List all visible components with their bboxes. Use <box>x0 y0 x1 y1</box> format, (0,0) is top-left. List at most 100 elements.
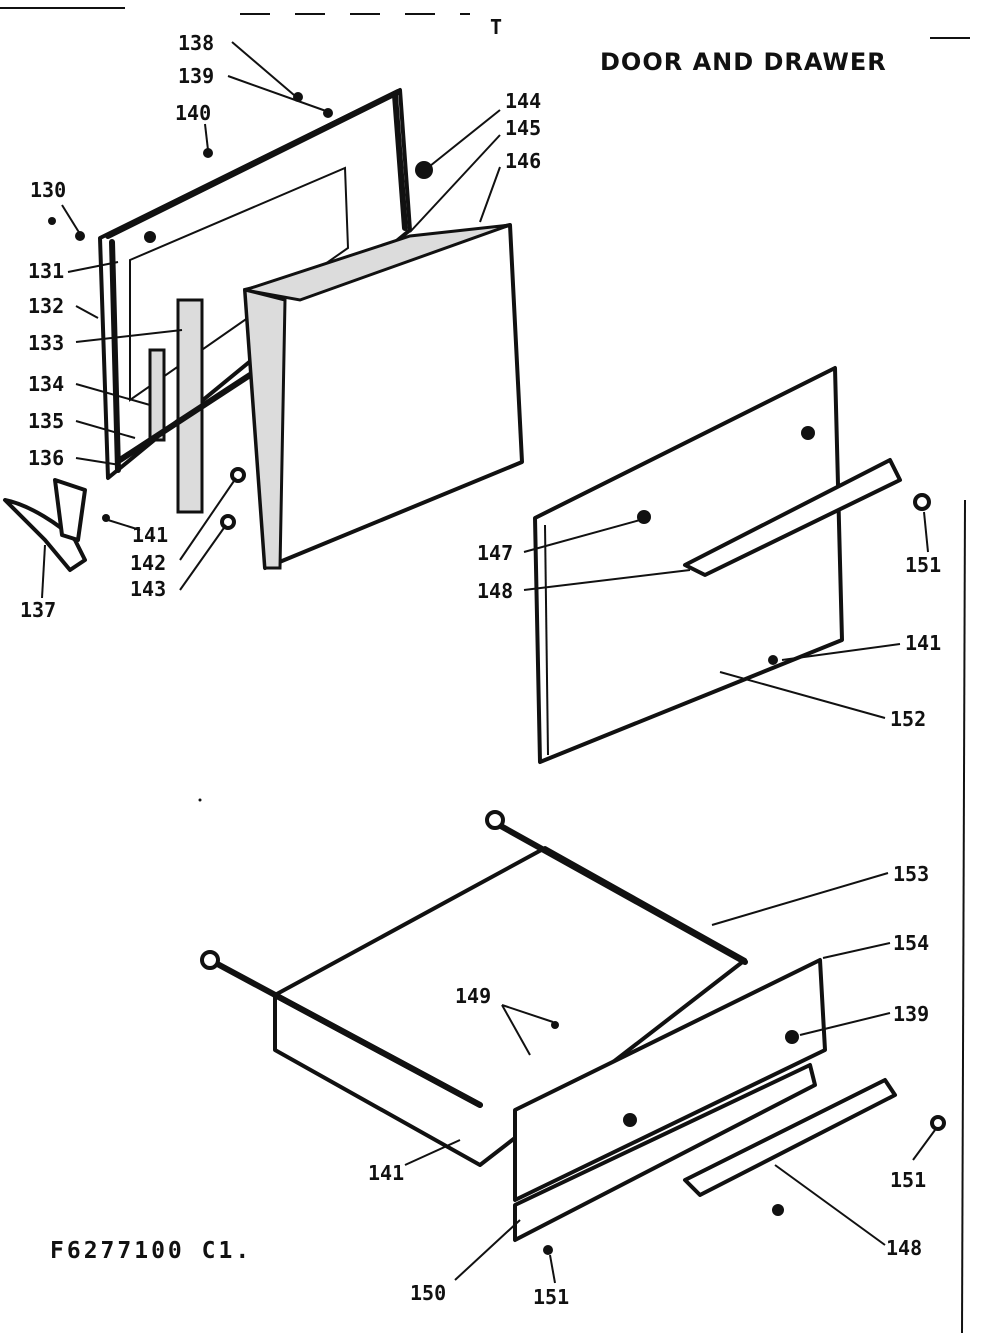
callout-134: 134 <box>28 372 64 396</box>
frame-edge-top <box>105 89 401 239</box>
leader-130 <box>61 204 81 235</box>
door-bottom-rail <box>117 372 253 463</box>
callout-133: 133 <box>28 331 64 355</box>
screw-147b <box>801 426 815 440</box>
leader-142 <box>179 477 237 561</box>
cap-151c <box>543 1245 553 1255</box>
clip-143 <box>220 514 236 530</box>
screw-140 <box>203 148 213 158</box>
leader-136 <box>75 457 121 466</box>
leader-133 <box>75 329 183 343</box>
leader-151c <box>549 1254 556 1284</box>
callout-138: 138 <box>178 31 214 55</box>
hinge-spring <box>148 348 166 442</box>
drawer-handle-148b <box>683 1078 897 1197</box>
leader-134 <box>75 383 151 406</box>
drawer-rail-right <box>487 817 748 965</box>
clip-142 <box>230 467 246 483</box>
leader-140 <box>204 123 209 151</box>
leader-141b <box>781 643 901 661</box>
screw-147 <box>637 510 651 524</box>
screw-130 <box>48 217 56 225</box>
callout-150: 150 <box>410 1281 446 1305</box>
leader-146 <box>479 166 501 223</box>
callout-136: 136 <box>28 446 64 470</box>
leader-138 <box>231 41 295 96</box>
screw-149b <box>551 1021 559 1029</box>
door-outer-panel <box>243 223 524 570</box>
leader-149a <box>501 1004 531 1056</box>
callout-labels: 138 139 140 130 131 132 133 134 135 136 … <box>20 31 941 1309</box>
leader-144 <box>429 109 501 167</box>
callout-139-drawer: 139 <box>893 1002 929 1026</box>
drawer-panel-edge <box>544 524 549 756</box>
slide-roller-right <box>485 810 505 830</box>
leader-131 <box>67 261 119 273</box>
leader-154 <box>822 942 891 959</box>
drawer-front-panel <box>533 366 931 764</box>
callout-137: 137 <box>20 598 56 622</box>
leader-135 <box>75 420 136 439</box>
leader-141c <box>404 1139 461 1166</box>
callout-151-upper: 151 <box>905 553 941 577</box>
callout-139: 139 <box>178 64 214 88</box>
screw-141-drawer <box>768 655 778 665</box>
leader-150 <box>454 1219 521 1281</box>
door-panel-top-edge <box>244 223 511 302</box>
header-mark: T <box>490 15 502 39</box>
leader-lines <box>41 41 936 1284</box>
stray-mark <box>198 798 202 802</box>
leader-149b <box>501 1004 554 1023</box>
drawer-trim-150 <box>513 1063 817 1242</box>
door-handle-137 <box>3 498 87 572</box>
leader-147 <box>523 519 641 553</box>
leader-148b <box>774 1164 886 1246</box>
callout-142: 142 <box>130 551 166 575</box>
figure-code: F6277100 C1. <box>50 1238 252 1264</box>
callout-148-upper: 148 <box>477 579 513 603</box>
callout-130: 130 <box>30 178 66 202</box>
leader-143 <box>179 524 227 591</box>
callout-152: 152 <box>890 707 926 731</box>
callout-132: 132 <box>28 294 64 318</box>
leader-141a <box>107 519 141 531</box>
door-handle-upright <box>53 478 87 542</box>
leader-153 <box>711 872 889 926</box>
callout-143: 143 <box>130 577 166 601</box>
leader-139 <box>227 75 327 112</box>
callout-154: 154 <box>893 931 929 955</box>
cap-151b <box>930 1115 946 1131</box>
callout-151-lower: 151 <box>533 1285 569 1309</box>
cap-148-end <box>772 1204 784 1216</box>
callout-149: 149 <box>455 984 491 1008</box>
callout-147: 147 <box>477 541 513 565</box>
door-panel-left-edge <box>243 288 287 570</box>
callout-144: 144 <box>505 89 541 113</box>
callout-131: 131 <box>28 259 64 283</box>
screw-139-drawer <box>785 1030 799 1044</box>
bumper-144 <box>415 161 433 179</box>
door-frame-assembly <box>3 88 433 572</box>
leader-151a <box>923 511 929 553</box>
drawer-slide-left <box>207 957 483 1108</box>
drawer-box-assembly <box>198 798 946 1255</box>
frame-screw <box>144 231 156 243</box>
callout-140: 140 <box>175 101 211 125</box>
leader-132 <box>75 305 99 319</box>
cap-151 <box>913 493 931 511</box>
callout-145: 145 <box>505 116 541 140</box>
callout-141-panel: 141 <box>905 631 941 655</box>
slide-roller-left <box>200 950 220 970</box>
callout-141-drawer: 141 <box>368 1161 404 1185</box>
screw-149 <box>623 1113 637 1127</box>
leader-148a <box>523 569 691 591</box>
drawer-handle-148 <box>683 458 902 577</box>
callout-151-drawer: 151 <box>890 1168 926 1192</box>
leader-139b <box>799 1012 891 1036</box>
leader-137 <box>41 544 46 599</box>
right-border-line <box>961 499 966 1334</box>
frame-edge-right <box>392 92 408 231</box>
leader-145 <box>409 134 501 233</box>
